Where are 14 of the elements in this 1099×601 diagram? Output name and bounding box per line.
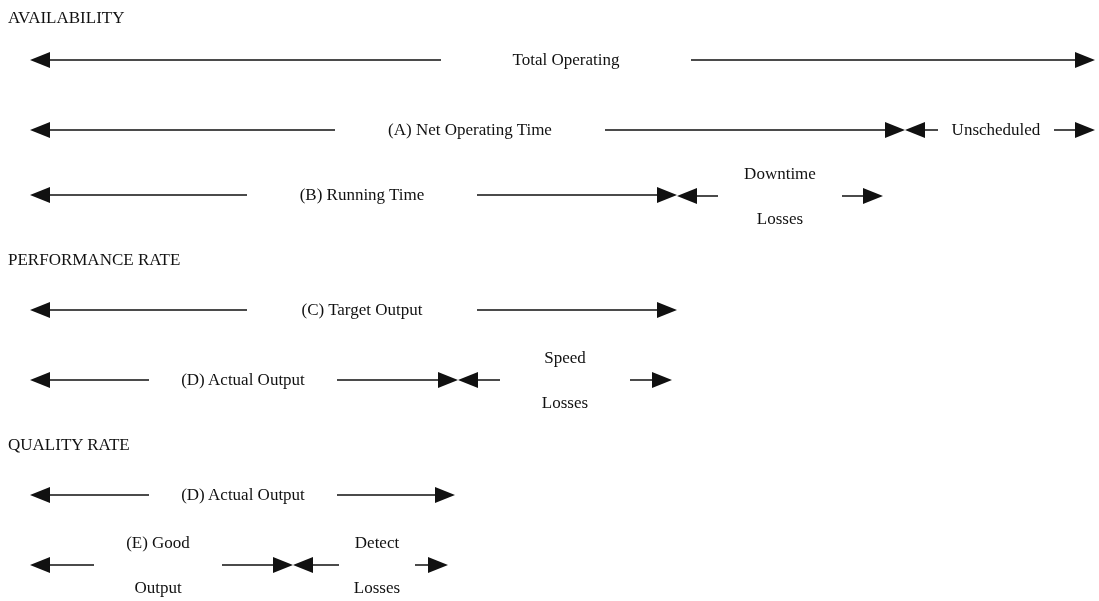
span-label: (D) Actual Output — [181, 485, 305, 505]
span-label: (B) Running Time — [299, 185, 425, 205]
section-heading: QUALITY RATE — [8, 435, 130, 455]
span-label: Downtime Losses — [743, 163, 817, 230]
span-label: (D) Actual Output — [181, 370, 305, 390]
section-heading: PERFORMANCE RATE — [8, 250, 181, 270]
span-label: (C) Target Output — [301, 300, 423, 320]
span-label: (E) Good Output — [125, 532, 191, 599]
span-label: Detect Losses — [352, 532, 402, 599]
section-heading: AVAILABILITY — [8, 8, 125, 28]
span-label: Speed Losses — [540, 347, 590, 414]
span-label: Total Operating — [512, 50, 620, 70]
span-label: (A) Net Operating Time — [388, 120, 552, 140]
span-label: Unscheduled — [951, 120, 1041, 140]
